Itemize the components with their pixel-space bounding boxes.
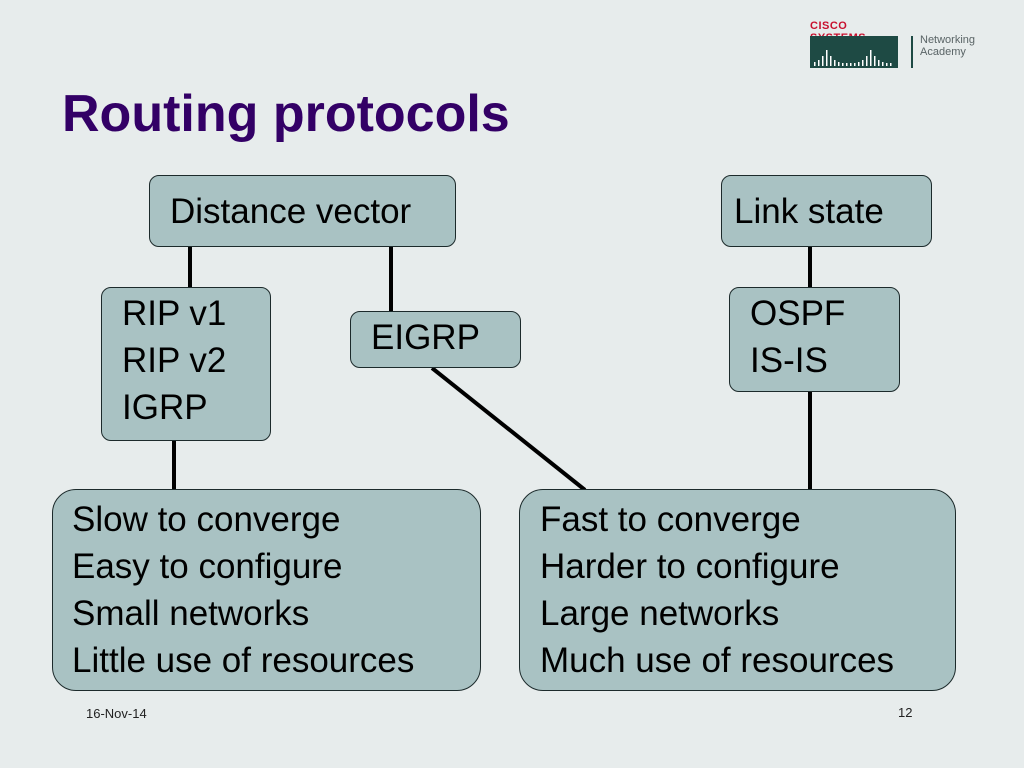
ospf-isis-box: OSPF IS-IS [729, 287, 900, 392]
slide-title: Routing protocols [62, 85, 510, 143]
protocol-igrp: IGRP [122, 388, 208, 427]
cisco-bridge-icon [810, 36, 898, 68]
rip-igrp-box: RIP v1 RIP v2 IGRP [101, 287, 271, 441]
logo-divider [911, 36, 913, 68]
characteristic-item: Harder to configure [540, 547, 840, 586]
fast-convergence-box: Fast to converge Harder to configure Lar… [519, 489, 956, 691]
link-state-box: Link state [721, 175, 932, 247]
protocol-rip-v2: RIP v2 [122, 341, 227, 380]
slow-convergence-box: Slow to converge Easy to configure Small… [52, 489, 481, 691]
edge-eigrp-to-fast [430, 366, 587, 492]
characteristic-item: Fast to converge [540, 500, 801, 539]
slide-page-number: 12 [898, 705, 913, 720]
protocol-ospf: OSPF [750, 294, 846, 333]
slide-date: 16-Nov-14 [86, 706, 147, 721]
logo-line-1: Networking [920, 34, 976, 46]
protocol-is-is: IS-IS [750, 341, 828, 380]
characteristic-item: Much use of resources [540, 641, 895, 680]
characteristic-item: Slow to converge [72, 500, 341, 539]
link-state-label: Link state [734, 192, 884, 231]
characteristic-item: Small networks [72, 594, 310, 633]
protocol-eigrp: EIGRP [371, 318, 480, 357]
characteristic-item: Easy to configure [72, 547, 343, 586]
characteristic-item: Large networks [540, 594, 780, 633]
characteristic-item: Little use of resources [72, 641, 415, 680]
distance-vector-label: Distance vector [170, 192, 412, 231]
cisco-networking-academy-logo: CISCO SYSTEMS Networking Academy [810, 20, 990, 70]
distance-vector-box: Distance vector [149, 175, 456, 247]
eigrp-box: EIGRP [350, 311, 521, 368]
networking-academy-text: Networking Academy [920, 34, 975, 58]
logo-line-2: Academy [920, 46, 966, 58]
protocol-rip-v1: RIP v1 [122, 294, 227, 333]
